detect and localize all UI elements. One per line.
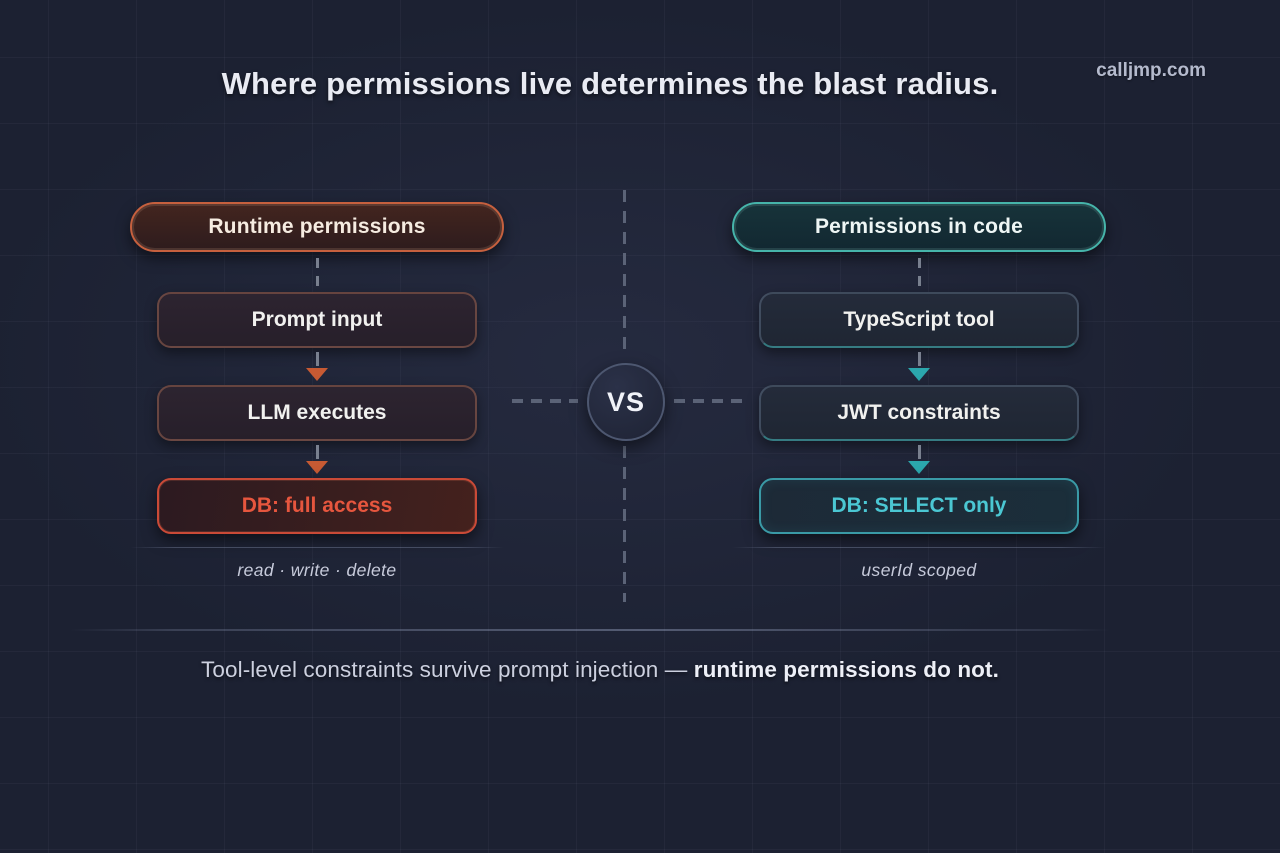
watermark: calljmp.com bbox=[1096, 60, 1206, 81]
step-box-typescript-tool: TypeScript tool bbox=[759, 292, 1079, 348]
permissions-in-code-column: Permissions in code TypeScript tool JWT … bbox=[732, 202, 1106, 581]
footer-note: Tool-level constraints survive prompt in… bbox=[0, 657, 1200, 683]
step-label: DB: SELECT only bbox=[831, 494, 1007, 517]
step-box-db-select-only: DB: SELECT only bbox=[759, 478, 1079, 534]
arrow-down-icon bbox=[908, 348, 930, 385]
arrow-line bbox=[315, 445, 319, 459]
arrow-head bbox=[306, 461, 328, 474]
page-title: Where permissions live determines the bl… bbox=[221, 66, 999, 101]
footer-note-bold: runtime permissions do not. bbox=[693, 657, 999, 682]
arrow-down-icon bbox=[306, 441, 328, 478]
footer-note-regular: Tool-level constraints survive prompt in… bbox=[201, 657, 694, 682]
horizontal-dashed-line bbox=[674, 399, 742, 403]
column-divider bbox=[732, 547, 1106, 548]
arrow-down-icon bbox=[306, 348, 328, 385]
step-label: TypeScript tool bbox=[843, 308, 995, 331]
step-label: DB: full access bbox=[241, 494, 393, 517]
arrow-down-icon bbox=[908, 441, 930, 478]
runtime-permissions-header: Runtime permissions bbox=[130, 202, 504, 252]
step-box-llm-executes: LLM executes bbox=[157, 385, 477, 441]
runtime-permissions-column: Runtime permissions Prompt input LLM exe… bbox=[130, 202, 504, 581]
arrow-line bbox=[315, 352, 319, 366]
vertical-dashed-line bbox=[623, 190, 626, 358]
arrow-head bbox=[908, 461, 930, 474]
step-box-db-full-access: DB: full access bbox=[157, 478, 477, 534]
arrow-line bbox=[917, 445, 921, 459]
arrow-head bbox=[306, 368, 328, 381]
horizontal-dashed-line bbox=[512, 399, 578, 403]
column-divider bbox=[130, 547, 504, 548]
vs-label: VS bbox=[606, 386, 646, 417]
code-caption: userId scoped bbox=[861, 560, 977, 580]
step-label: LLM executes bbox=[247, 401, 387, 424]
footer-divider bbox=[70, 629, 1110, 631]
runtime-caption: read · write · delete bbox=[237, 560, 397, 580]
vs-badge: VS bbox=[587, 363, 665, 441]
dashed-connector bbox=[315, 258, 319, 286]
step-label: Prompt input bbox=[251, 308, 383, 331]
step-box-jwt-constraints: JWT constraints bbox=[759, 385, 1079, 441]
arrow-line bbox=[917, 352, 921, 366]
dashed-connector bbox=[917, 258, 921, 286]
step-label: JWT constraints bbox=[837, 401, 1001, 424]
step-box-prompt-input: Prompt input bbox=[157, 292, 477, 348]
arrow-head bbox=[908, 368, 930, 381]
permissions-in-code-header: Permissions in code bbox=[732, 202, 1106, 252]
vertical-dashed-line bbox=[623, 446, 626, 602]
